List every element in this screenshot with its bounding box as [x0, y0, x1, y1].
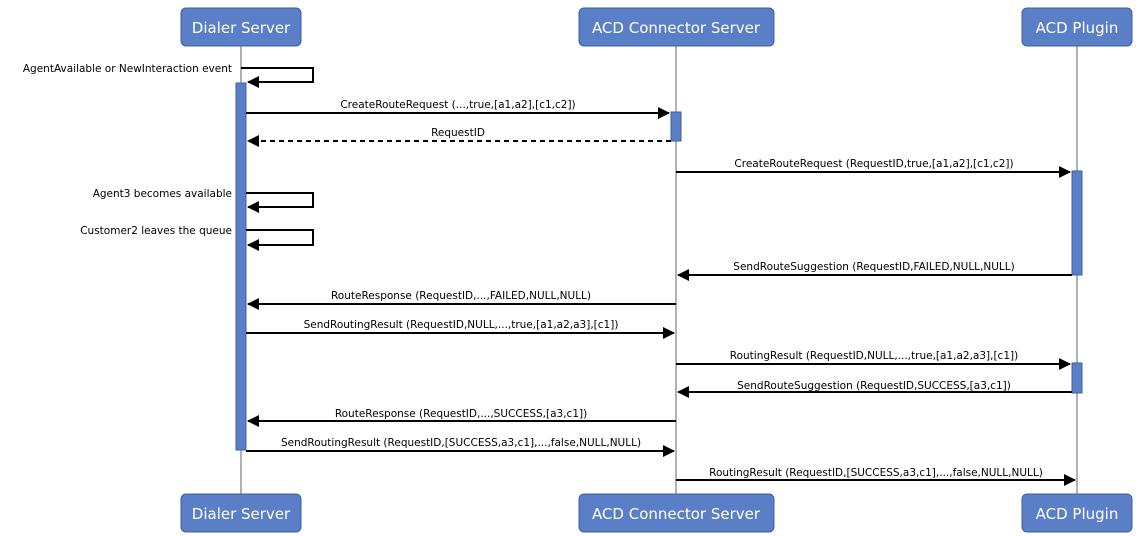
message-create-route-request-plugin: CreateRouteRequest (RequestID,true,[a1,a… — [676, 158, 1071, 178]
message-label: Agent3 becomes available — [93, 188, 232, 200]
actor-top-plugin: ACD Plugin — [1021, 7, 1133, 47]
actor-top-dialer: Dialer Server — [180, 7, 302, 47]
activation-acd — [670, 111, 682, 142]
message-label: CreateRouteRequest (...,true,[a1,a2],[c1… — [340, 99, 575, 111]
message-label: SendRoutingResult (RequestID,NULL,...,tr… — [304, 319, 619, 331]
activation-plugin-1 — [1071, 170, 1083, 276]
message-self-customer2: Customer2 leaves the queue — [80, 225, 314, 251]
activation-dialer — [235, 82, 247, 451]
message-label: RoutingResult (RequestID,NULL,...,true,[… — [730, 350, 1018, 362]
message-label: SendRouteSuggestion (RequestID,FAILED,NU… — [733, 261, 1014, 273]
actor-bottom-plugin: ACD Plugin — [1021, 493, 1133, 533]
message-request-id-return: RequestID — [247, 127, 671, 147]
message-label: RoutingResult (RequestID,[SUCCESS,a3,c1]… — [709, 467, 1043, 479]
message-routing-result-2: RoutingResult (RequestID,[SUCCESS,a3,c1]… — [676, 467, 1076, 486]
message-send-routing-result-1: SendRoutingResult (RequestID,NULL,...,tr… — [246, 319, 675, 339]
message-self-event: AgentAvailable or NewInteraction event — [23, 63, 314, 88]
message-label: RouteResponse (RequestID,...,SUCCESS,[a3… — [335, 408, 587, 420]
actor-label: ACD Plugin — [1036, 19, 1119, 37]
message-label: Customer2 leaves the queue — [80, 225, 232, 237]
actor-label: ACD Connector Server — [592, 505, 761, 523]
message-route-response-failed: RouteResponse (RequestID,...,FAILED,NULL… — [247, 290, 676, 310]
message-label: AgentAvailable or NewInteraction event — [23, 63, 232, 75]
actor-top-acd: ACD Connector Server — [578, 7, 775, 47]
message-send-routing-result-2: SendRoutingResult (RequestID,[SUCCESS,a3… — [246, 437, 675, 457]
message-label: SendRoutingResult (RequestID,[SUCCESS,a3… — [281, 437, 641, 449]
message-send-route-suggestion-success: SendRouteSuggestion (RequestID,SUCCESS,[… — [677, 380, 1072, 398]
message-routing-result-1: RoutingResult (RequestID,NULL,...,true,[… — [676, 350, 1071, 370]
actor-bottom-acd: ACD Connector Server — [578, 493, 775, 533]
message-route-response-success: RouteResponse (RequestID,...,SUCCESS,[a3… — [247, 408, 676, 427]
actor-label: ACD Plugin — [1036, 505, 1119, 523]
message-self-agent3: Agent3 becomes available — [93, 188, 314, 213]
message-label: CreateRouteRequest (RequestID,true,[a1,a… — [734, 158, 1013, 170]
actor-label: Dialer Server — [192, 505, 291, 523]
message-label: SendRouteSuggestion (RequestID,SUCCESS,[… — [737, 380, 1011, 392]
message-send-route-suggestion-failed: SendRouteSuggestion (RequestID,FAILED,NU… — [677, 261, 1072, 281]
actor-bottom-dialer: Dialer Server — [180, 493, 302, 533]
actor-label: Dialer Server — [192, 19, 291, 37]
message-label: RequestID — [431, 127, 485, 139]
actor-label: ACD Connector Server — [592, 19, 761, 37]
message-create-route-request: CreateRouteRequest (...,true,[a1,a2],[c1… — [246, 99, 670, 119]
message-label: RouteResponse (RequestID,...,FAILED,NULL… — [331, 290, 591, 302]
activation-plugin-2 — [1071, 362, 1083, 394]
